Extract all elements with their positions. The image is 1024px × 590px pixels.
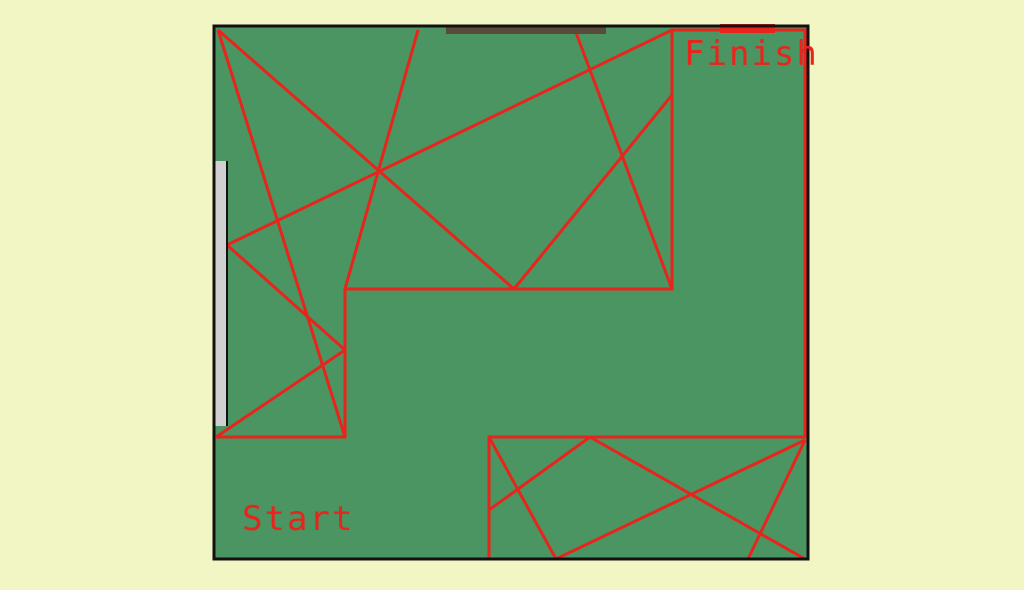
ricochet-line — [215, 348, 346, 439]
finish-marker — [720, 24, 775, 33]
ricochet-line — [343, 29, 420, 290]
finish-label: Finish — [684, 34, 819, 74]
top-gate — [446, 27, 606, 34]
ricochet-line — [487, 436, 558, 560]
left-gate — [215, 161, 227, 426]
ricochet-line — [226, 28, 673, 247]
ricochet-line — [217, 28, 515, 291]
ricochet-line — [512, 94, 674, 290]
ricochet-line — [746, 439, 807, 560]
ricochet-line — [216, 29, 347, 438]
ricochet-line — [555, 438, 806, 561]
ricochet-line — [589, 435, 806, 561]
ricochet-line — [488, 435, 591, 512]
ricochet-line — [226, 243, 346, 352]
ricochet-line — [573, 29, 674, 290]
start-label: Start — [242, 499, 354, 539]
field-border — [212, 24, 810, 561]
ricochet-paths — [215, 28, 807, 561]
